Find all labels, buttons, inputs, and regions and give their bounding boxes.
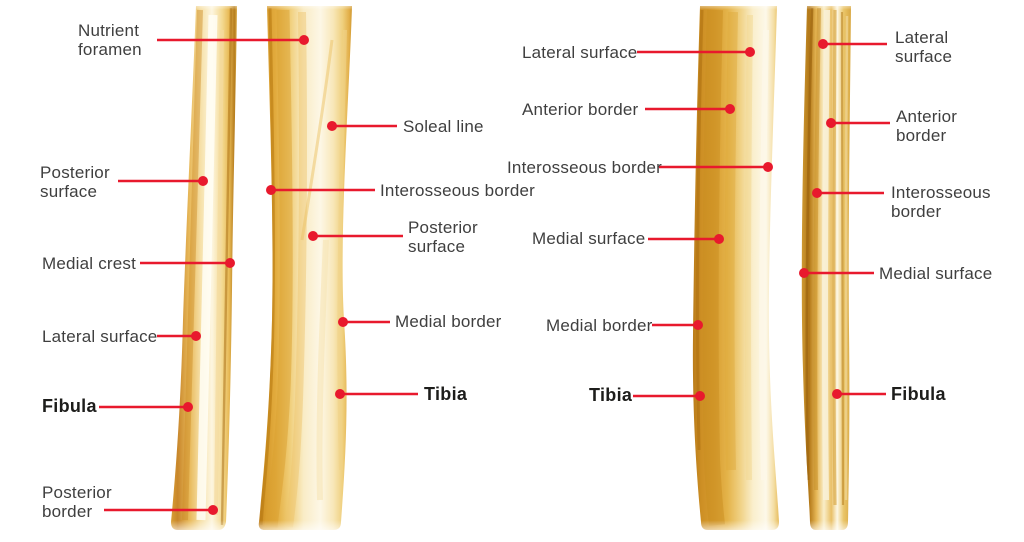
leader-dot-lateral-surface-fibula-anterior	[818, 39, 828, 49]
label-medial-border-posterior: Medial border	[395, 312, 502, 331]
leader-dot-fibula-posterior	[183, 402, 193, 412]
label-tibia-posterior: Tibia	[424, 384, 468, 404]
label-tibia-anterior: Tibia	[589, 385, 633, 405]
leader-dot-group	[183, 35, 842, 515]
label-interosseous-border-fibula: Interosseous border	[891, 183, 991, 221]
leader-dot-interosseous-border-fibula	[812, 188, 822, 198]
label-lateral-surface-tibia: Lateral surface	[522, 43, 638, 62]
label-interosseous-border-anterior: Interosseous border	[507, 158, 662, 177]
label-interosseous-border-posterior: Interosseous border	[380, 181, 535, 200]
label-soleal-line: Soleal line	[403, 117, 484, 136]
label-anterior-border-fibula: Anterior border	[896, 107, 958, 145]
leader-dot-tibia-anterior	[695, 391, 705, 401]
label-fibula-posterior: Fibula	[42, 396, 97, 416]
label-fibula-anterior: Fibula	[891, 384, 946, 404]
leader-dot-medial-surface-fibula	[799, 268, 809, 278]
label-medial-border-anterior: Medial border	[546, 316, 653, 335]
label-medial-surface-fibula: Medial surface	[879, 264, 993, 283]
leader-dot-posterior-border-fibula	[208, 505, 218, 515]
leader-dot-fibula-anterior	[832, 389, 842, 399]
leader-dot-posterior-surface-fibula	[198, 176, 208, 186]
leader-dot-nutrient-foramen	[299, 35, 309, 45]
leader-dot-lateral-surface-tibia	[745, 47, 755, 57]
label-anterior-border-tibia: Anterior border	[522, 100, 639, 119]
label-lateral-surface-fibula: Lateral surface	[42, 327, 158, 346]
label-medial-surface-tibia: Medial surface	[532, 229, 646, 248]
leader-dot-tibia-posterior	[335, 389, 345, 399]
label-posterior-surface-fibula: Posterior surface	[40, 163, 110, 201]
leader-dot-interosseous-border-anterior	[763, 162, 773, 172]
leader-dot-medial-border-posterior	[338, 317, 348, 327]
label-lateral-surface-fibula-anterior: Lateral surface	[895, 28, 953, 66]
label-medial-crest: Medial crest	[42, 254, 137, 273]
leader-dot-lateral-surface-fibula	[191, 331, 201, 341]
leader-dot-interosseous-border-posterior	[266, 185, 276, 195]
leader-dot-anterior-border-fibula	[826, 118, 836, 128]
leader-dot-posterior-surface-tibia	[308, 231, 318, 241]
leader-dot-medial-crest	[225, 258, 235, 268]
label-posterior-border-fibula: Posterior border	[42, 483, 112, 521]
leader-dot-medial-border-anterior	[693, 320, 703, 330]
label-posterior-surface-tibia: Posterior surface	[408, 218, 478, 256]
leader-dot-soleal-line	[327, 121, 337, 131]
leader-line-group	[99, 38, 890, 512]
label-nutrient-foramen: Nutrient foramen	[78, 21, 142, 59]
leader-dot-anterior-border-tibia	[725, 104, 735, 114]
leader-dot-medial-surface-tibia	[714, 234, 724, 244]
